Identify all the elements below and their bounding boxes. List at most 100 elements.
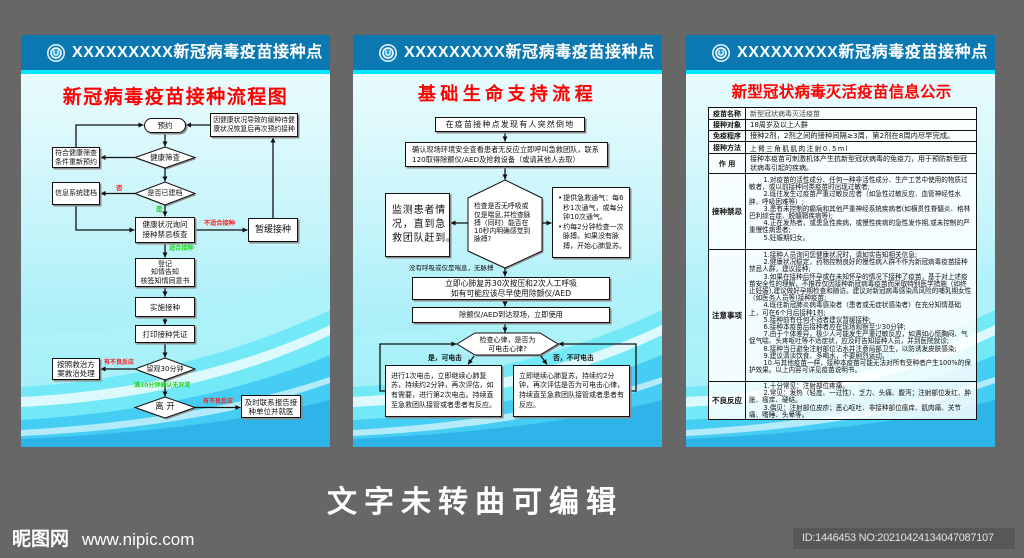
- deferred-rebook-node: 因健康状况导致的缓种待健 康状况恢复后再次预约接种: [210, 113, 298, 137]
- header-title: XXXXXXXXX新冠病毒疫苗接种点: [404, 44, 655, 61]
- row-value-list: 1.十分常见：注射部位疼痛。 2.常见：发热（轻度、一过性）、乏力、头痛、腹泻；…: [746, 382, 976, 419]
- list-item: 7.由于个体差异，极少人可能发生严重过敏反应，如遇如心慌胸闷、气促气喘、头疼呕吐…: [749, 330, 968, 346]
- emblem-logo-icon: [47, 44, 65, 62]
- node-line: 检查是否无呼吸或: [474, 202, 529, 211]
- branch-label-shockable: 是，可电击: [428, 354, 462, 362]
- list-item: 4.正在发热者，或患急性疾病，或慢性疾病的急性发作期,或未控制的严重慢性病患者;: [749, 219, 970, 235]
- wave-swoosh: [21, 325, 330, 407]
- list-item: 5.妊娠期妇女。: [763, 233, 810, 242]
- node-line: 登记: [158, 259, 172, 268]
- diamond-observe: [133, 357, 197, 381]
- poster-basic-life-support: XXXXXXXXX新冠病毒疫苗接种点 基础生命支持流程 在疫苗接种点发现有人突然…: [353, 35, 662, 447]
- node-line: 康状况恢复后再次预约接种: [213, 125, 295, 133]
- list-item: 4.既往新冠肺炎病毒感染者（患者或无症状感染者）在充分知情基础上，可在6个月后接…: [749, 301, 962, 317]
- leave-label: 离 开: [155, 402, 175, 413]
- node-line: 检查心律，是否为: [479, 335, 536, 344]
- list-item: 1.接种人员询问您健康状况时，请如实告知相关信息;: [763, 251, 918, 259]
- row-value-list: 1.接种人员询问您健康状况时，请如实告知相关信息; 2.健康状况稳定，药物控制良…: [746, 250, 976, 381]
- row-label: 作 用: [709, 154, 746, 173]
- poster-header: XXXXXXXXX新冠病毒疫苗接种点: [21, 35, 330, 70]
- row-label: 疫苗名称: [709, 108, 746, 119]
- node-text: 立即继续心肺复苏，持续约2分钟，再次评估是否为可电击心律，持续直至急救团队接管或…: [519, 371, 624, 409]
- wave-deep-blue: [686, 400, 995, 447]
- wave-swoosh: [686, 377, 995, 436]
- monitor-node: 监测患者情 况，直到急 救团队赶到。: [385, 193, 456, 257]
- poster-header: XXXXXXXXX新冠病毒疫苗接种点: [686, 35, 995, 70]
- list-item: 2.既往发生过疫苗严重过敏反应者（如急性过敏反应、血管神经性水肿、呼吸困难等）;: [749, 190, 962, 206]
- emblem-logo-icon: [712, 44, 730, 62]
- report-node: 及时联系报告接 种单位并就医: [241, 395, 301, 418]
- bullet-item: 约每2分钟检查一次脉搏。如果没有脉搏，开始心肺复苏。: [557, 223, 626, 252]
- poster-title: 新冠病毒疫苗接种流程图: [62, 86, 289, 108]
- list-item: 1.对疫苗的活性成分、任何一种非活性成分、生产工艺中使用的物质过敏者，或以前接种…: [749, 176, 968, 192]
- connector-arrow: [75, 122, 144, 147]
- node-line: 条件重新预约: [55, 157, 97, 166]
- node-line: 救团队赶到。: [392, 233, 457, 244]
- connector-arrow: [540, 355, 548, 365]
- row-value: 接种本疫苗可刺激机体产生抗新型冠状病毒的免疫力，用于预防新型冠状病毒引起的疾病。: [750, 155, 967, 172]
- record-check-label: 是否已建档: [147, 189, 183, 198]
- table-row: 接种禁忌 1.对疫苗的活性成分、任何一种非活性成分、生产工艺中使用的物质过敏者，…: [709, 173, 976, 249]
- branch-label-yes: 是: [156, 205, 163, 213]
- branch-label-unsuitable: 不适合接种: [204, 220, 235, 227]
- node-line: 接种禁忌核查: [142, 230, 188, 239]
- branch-label-adverse: 有不良反应: [104, 359, 135, 366]
- node-line: 知情告知: [151, 268, 179, 277]
- header-title: XXXXXXXXX新冠病毒疫苗接种点: [72, 44, 323, 61]
- row-label: 不良反应: [709, 382, 746, 419]
- node-line: 案救治处理: [57, 369, 95, 378]
- node-line: 120取得除颤仪/AED及抢救设备（或请其他人去取）: [412, 154, 580, 164]
- node-line: 监测患者情: [392, 205, 446, 216]
- watermark-url: www.nipic.com: [82, 530, 195, 549]
- node-line: 脉搏?: [474, 235, 492, 244]
- list-item: 3.患有未控制的癫痫和其他严重神经系统疾病者(如横贯性脊髓炎、格林巴利综合症、脱…: [749, 204, 971, 221]
- health-inquiry-node: 健康状况询问 接种禁忌核查: [135, 217, 195, 243]
- list-item: 8.接种当日避免注射部位沾水并注意局部卫生，以防诱发皮肤感染;: [763, 344, 957, 353]
- node-line: 因健康状况导致的缓种待健: [213, 116, 295, 124]
- check-rhythm-label: 检查心律，是否为 可电击心律?: [475, 334, 540, 355]
- row-value: 上臂三角肌肌肉注射0.5ml: [750, 144, 850, 153]
- wave-deep-blue: [21, 400, 330, 447]
- cpr-node: 立即心肺复苏30次按压和2次人工呼吸 如有可能应该尽早使用除颤仪/AED: [412, 277, 610, 300]
- rescue-breathing-node: 提供急救通气：每6秒1次通气，或每分钟10次通气。 约每2分钟检查一次脉搏。如果…: [552, 187, 630, 258]
- watermark-site-name: 昵图网: [12, 528, 70, 550]
- node-text: 进行1次电击，立即继续心肺复苏，持续约2分钟，再次评估，如有需要，进行第2次电击…: [391, 371, 496, 409]
- header-stripe: [353, 70, 662, 74]
- row-value: 18周岁及以上人群: [750, 121, 808, 129]
- hexagon-check-rhythm: [456, 332, 559, 356]
- flowchart-connectors: [379, 132, 637, 392]
- loop-back-arrow: [558, 341, 637, 392]
- table-row: 疫苗名称 新型冠状病毒灭活疫苗: [709, 108, 976, 119]
- no-shock-action-node: 立即继续心肺复苏，持续约2分钟，再次评估是否为可电击心律，持续直至急救团队接管或…: [513, 365, 630, 417]
- table-row: 免疫程序 接种2剂，2剂之间的接种间隔≥3周，第2剂在8周内尽早完成。: [709, 130, 976, 141]
- node-line: 搏（同时）能否在: [474, 218, 529, 227]
- collapse-found-node: 在疫苗接种点发现有人突然倒地: [435, 117, 585, 132]
- node-line: 种单位并就医: [248, 406, 294, 416]
- header-title: XXXXXXXXX新冠病毒疫苗接种点: [737, 44, 988, 61]
- list-item: 9.建议清淡饮食、多喝水，不要剧烈运动。: [763, 351, 889, 360]
- node-line: 立即心肺复苏30次按压和2次人工呼吸: [445, 279, 577, 288]
- connector-arrow: [467, 355, 475, 365]
- branch-label-no: 否: [116, 184, 123, 192]
- branch-label-adverse: 有不良反应: [203, 398, 234, 405]
- wave-swoosh: [353, 377, 662, 436]
- diamond-screening: [133, 146, 197, 169]
- treat-node: 按照救治方 案救治处理: [52, 358, 100, 380]
- postpone-node: 暂缓接种: [248, 218, 298, 242]
- node-line: 可电击心律?: [488, 344, 527, 353]
- node-line: 健康状况询问: [142, 220, 188, 229]
- wave-swoosh: [353, 325, 662, 407]
- node-line: 核签知情同意书: [140, 276, 190, 285]
- create-record-node: 信息系统建档: [52, 182, 100, 205]
- screening-label: 健康筛查: [150, 153, 180, 162]
- row-value: 新型冠状病毒灭活疫苗: [750, 109, 820, 118]
- node-line: 按照救治方: [57, 360, 95, 369]
- node-line: 及时联系报告接: [244, 397, 298, 407]
- table-row: 注意事项 1.接种人员询问您健康状况时，请如实告知相关信息; 2.健康状况稳定，…: [709, 249, 976, 381]
- branch-label-no-pulse: 没有呼吸或仅是喘息，无脉搏: [409, 264, 494, 272]
- row-label: 接种对象: [709, 120, 746, 130]
- node-line: 仅是喘息,并检查脉: [474, 210, 531, 219]
- poster-title: 基础生命支持流程: [417, 84, 598, 105]
- connector-arrow: [75, 205, 135, 233]
- check-breathing-label: 检查是否无呼吸或 仅是喘息,并检查脉 搏（同时）能否在 10秒内明确感觉到 脉搏…: [474, 201, 540, 245]
